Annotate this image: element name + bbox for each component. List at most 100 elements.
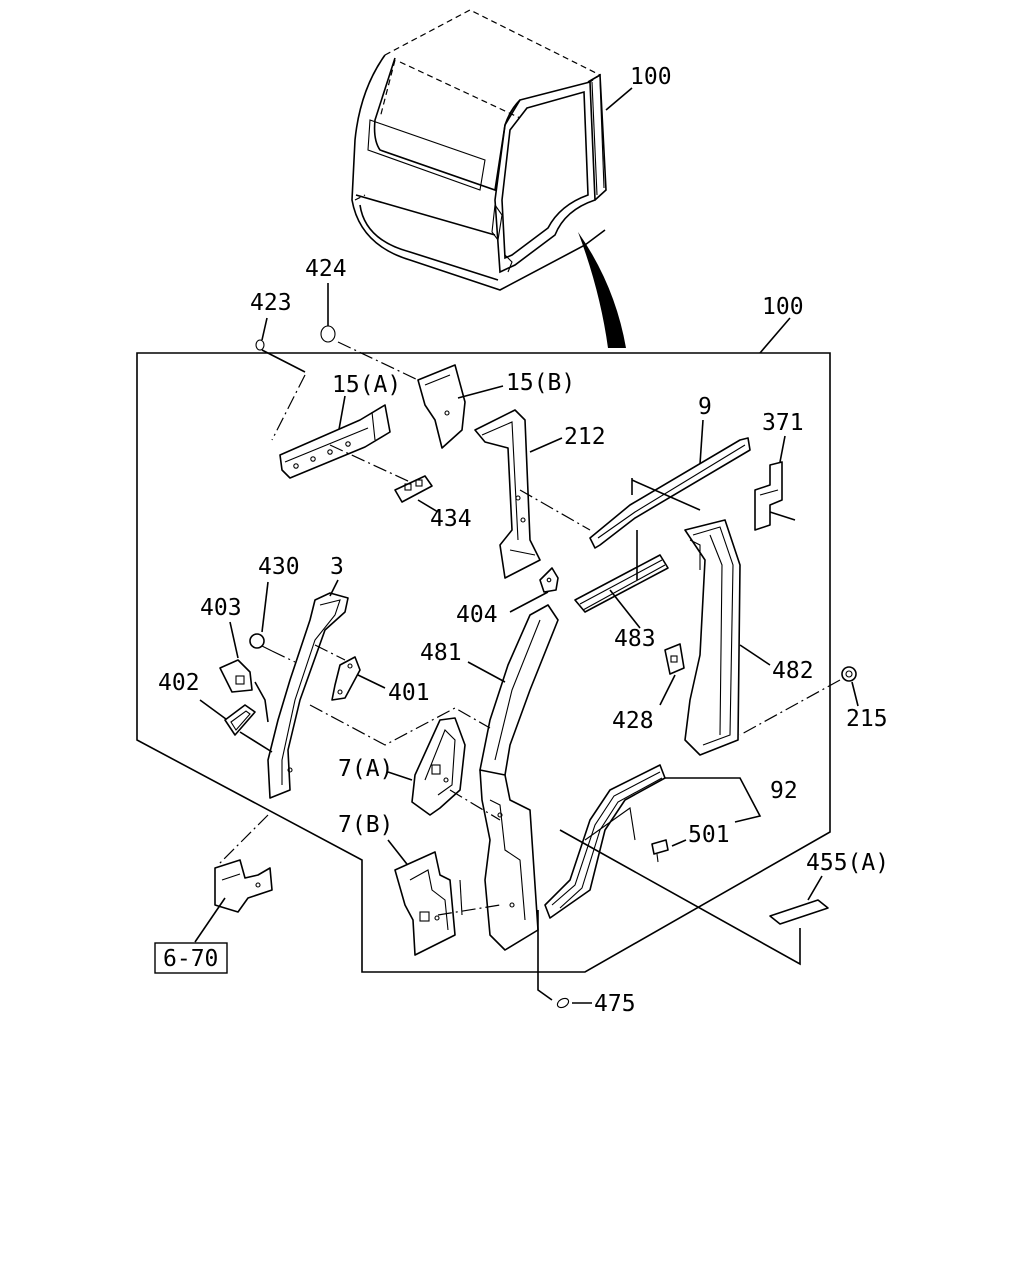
callout-403: 403	[200, 595, 242, 621]
leader-434	[417, 499, 439, 513]
leader-7a	[387, 771, 413, 781]
callout-404: 404	[456, 602, 498, 628]
leader-401	[357, 674, 386, 689]
zoom-arrow	[578, 232, 626, 348]
part-15b-bracket	[417, 364, 466, 449]
callout-481: 481	[420, 640, 462, 666]
part-483-channel	[574, 554, 669, 613]
leader-402	[199, 699, 231, 723]
leader-15b	[457, 385, 504, 399]
part-423-plug	[255, 339, 265, 351]
part-404-clip	[539, 567, 559, 593]
callout-100-top: 100	[630, 64, 672, 90]
callout-430: 430	[258, 554, 300, 580]
part-434-clip	[394, 475, 433, 503]
leader-481	[467, 661, 506, 683]
leader-6-70-dash	[217, 814, 269, 866]
leader-428	[659, 674, 676, 706]
leader-3-481	[309, 704, 491, 746]
part-7a-hinge-bracket	[411, 717, 466, 816]
part-403-bracket	[219, 659, 253, 693]
leader-15a-434	[329, 444, 411, 483]
leader-455a-line	[559, 829, 801, 966]
leader-215-dash	[739, 679, 841, 736]
callout-9: 9	[698, 394, 712, 420]
leader-482	[739, 644, 771, 666]
leader-423	[261, 317, 268, 341]
leader-7b-dash	[437, 904, 501, 916]
callout-92: 92	[770, 778, 798, 804]
callout-475: 475	[594, 991, 636, 1017]
part-428-plate	[664, 643, 685, 675]
callout-215: 215	[846, 706, 888, 732]
leader-212	[529, 437, 563, 453]
callout-212: 212	[564, 424, 606, 450]
part-402-seal	[224, 704, 256, 736]
part-3-front-pillar	[267, 592, 349, 799]
leader-7b	[387, 839, 411, 869]
leader-404	[509, 591, 549, 613]
leader-9	[699, 419, 704, 465]
leader-403-b	[254, 681, 269, 723]
leader-403	[229, 621, 239, 659]
leader-475	[537, 910, 553, 1001]
leader-424-dash	[337, 341, 419, 381]
part-481-center-pillar	[479, 604, 559, 951]
callout-501: 501	[688, 822, 730, 848]
part-455a-plate	[769, 899, 829, 925]
part-215-nut	[841, 666, 857, 682]
part-9-roof-rail	[589, 437, 751, 549]
callout-434: 434	[430, 506, 472, 532]
leader-212-dash	[519, 489, 591, 531]
callout-7a: 7(A)	[338, 756, 393, 782]
cab-illustration	[351, 9, 607, 291]
leader-423-dash	[271, 374, 306, 441]
leader-483	[609, 589, 641, 629]
part-92-door-sill	[544, 764, 666, 919]
part-482-rear-pillar	[684, 519, 741, 756]
leader-100-group	[759, 317, 791, 354]
leader-7a-dash	[449, 789, 501, 821]
leader-430-dash	[271, 650, 296, 663]
callout-423: 423	[250, 290, 292, 316]
leader-371	[779, 435, 786, 463]
group-outline	[136, 352, 831, 973]
leader-501	[671, 839, 687, 847]
leader-6-70	[194, 897, 226, 943]
callout-3: 3	[330, 554, 344, 580]
callout-401: 401	[388, 680, 430, 706]
leader-423-b	[261, 349, 306, 373]
part-430-bolt	[249, 633, 273, 652]
part-371-bracket	[754, 461, 783, 531]
part-475-plug	[556, 997, 570, 1009]
callout-402: 402	[158, 670, 200, 696]
callout-482: 482	[772, 658, 814, 684]
callout-100-group: 100	[762, 294, 804, 320]
part-15a-bracket	[279, 404, 391, 479]
part-501-screw	[651, 839, 669, 863]
part-212-pillar	[474, 409, 541, 579]
callout-15b: 15(B)	[506, 370, 575, 396]
leader-402-b	[239, 731, 273, 753]
callout-455a: 455(A)	[806, 850, 889, 876]
leader-430	[261, 581, 269, 633]
callout-483: 483	[614, 626, 656, 652]
callout-15a: 15(A)	[332, 372, 401, 398]
part-401-plate	[331, 656, 361, 701]
leader-371-b	[769, 511, 796, 521]
part-7b-hinge-bracket	[394, 851, 463, 956]
leader-100-top	[605, 87, 633, 111]
reference-6-70[interactable]: 6-70	[163, 946, 218, 972]
reference-box	[154, 942, 228, 974]
callout-424: 424	[305, 256, 347, 282]
part-424-grommet	[320, 325, 336, 343]
leader-92	[665, 777, 762, 823]
leader-215	[851, 681, 859, 707]
leader-401-dash	[314, 644, 346, 661]
part-6-70-ref-bracket	[214, 859, 273, 913]
leader-455a	[807, 875, 823, 901]
callout-371: 371	[762, 410, 804, 436]
leader-3	[329, 579, 339, 597]
